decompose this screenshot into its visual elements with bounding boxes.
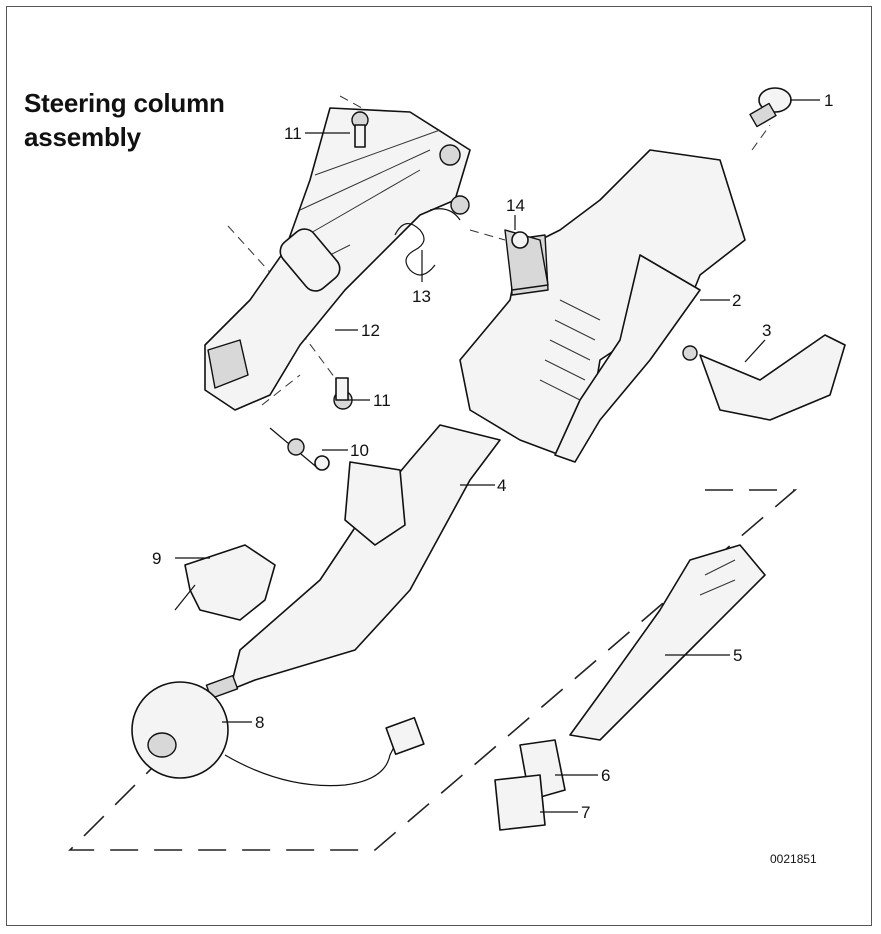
- part-5-intermediate-shaft: [569, 544, 766, 741]
- guide-line-14: [469, 229, 506, 241]
- part-13-spring: [394, 144, 470, 276]
- callout-14: 14: [506, 196, 525, 215]
- callout-9: 9: [152, 549, 161, 568]
- callout-5: 5: [733, 646, 742, 665]
- callout-11-lower: 11: [373, 391, 391, 410]
- part-9-bracket: [174, 544, 276, 621]
- diagram-title: Steering column assembly: [24, 86, 225, 154]
- part-11-screw-lower: [333, 377, 353, 410]
- callout-11-upper: 11: [284, 124, 302, 143]
- guide-line-screw1: [751, 124, 771, 151]
- guide-line-mid: [291, 319, 336, 379]
- callout-13: 13: [412, 287, 431, 306]
- title-line-1: Steering column: [24, 88, 225, 118]
- callout-leaders: [175, 99, 820, 813]
- part-1-bolt: [749, 87, 792, 128]
- part-10-pin: [269, 427, 330, 471]
- part-12-bracket: [204, 107, 471, 411]
- lower-group-dashed-outline: [68, 489, 798, 851]
- part-3-lever: [682, 334, 846, 421]
- callout-4: 4: [497, 476, 506, 495]
- callout-12: 12: [361, 321, 380, 340]
- part-8-clock-spring: [131, 681, 425, 787]
- callout-2: 2: [732, 291, 741, 310]
- guide-line-low: [261, 374, 301, 406]
- part-2-column-housing: [459, 149, 746, 463]
- part-7-universal-joint: [494, 774, 546, 831]
- part-14-adjuster: [504, 229, 549, 291]
- callout-10: 10: [350, 441, 369, 460]
- part-4-steering-shaft: [205, 424, 501, 700]
- callout-7: 7: [581, 803, 590, 822]
- callout-8: 8: [255, 713, 264, 732]
- part-11-screw-upper: [351, 111, 369, 148]
- callout-6: 6: [601, 766, 610, 785]
- callout-3: 3: [762, 321, 771, 340]
- reference-code: 0021851: [770, 852, 817, 866]
- callout-1: 1: [824, 91, 833, 110]
- title-line-2: assembly: [24, 122, 141, 152]
